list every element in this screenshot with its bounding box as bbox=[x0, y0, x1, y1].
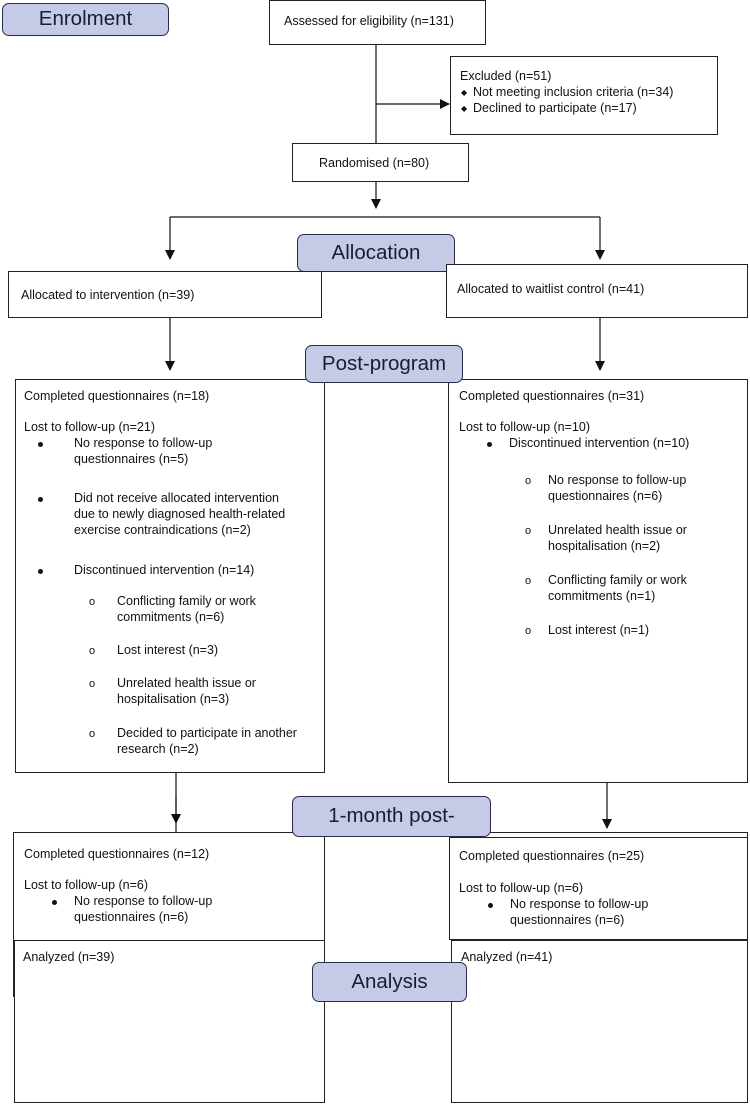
diamond-bullet-icon: ◆ bbox=[461, 88, 468, 97]
pp-i-s1-line1: Conflicting family or work bbox=[117, 594, 256, 608]
analysis-intervention-box: Analyzed (n=39) bbox=[14, 940, 325, 1103]
pp-c-completed: Completed questionnaires (n=31) bbox=[459, 389, 645, 403]
pp-i-s2: Lost interest (n=3) bbox=[117, 643, 219, 657]
allocated-intervention-text: Allocated to intervention (n=39) bbox=[21, 288, 195, 302]
circle-bullet-icon: o bbox=[525, 575, 532, 587]
assessed-box: Assessed for eligibility (n=131) bbox=[269, 0, 486, 45]
circle-bullet-icon: o bbox=[525, 525, 532, 537]
om-i-lost: Lost to follow-up (n=6) bbox=[24, 878, 149, 892]
bullet-icon bbox=[487, 442, 492, 447]
pp-i-b1-line1: No response to follow-up bbox=[74, 436, 213, 450]
diamond-bullet-icon: ◆ bbox=[461, 104, 468, 113]
pp-i-s3-line2: hospitalisation (n=3) bbox=[117, 692, 230, 706]
pp-c-b1: Discontinued intervention (n=10) bbox=[509, 436, 690, 450]
analysis-control-text: Analyzed (n=41) bbox=[461, 950, 553, 964]
post-program-control-box: Completed questionnaires (n=31) Lost to … bbox=[448, 379, 748, 783]
pp-c-s2-line2: hospitalisation (n=2) bbox=[548, 539, 661, 553]
pp-i-s1-line2: commitments (n=6) bbox=[117, 610, 225, 624]
pp-i-s4-line2: research (n=2) bbox=[117, 742, 199, 756]
randomised-box: Randomised (n=80) bbox=[292, 143, 469, 182]
circle-bullet-icon: o bbox=[89, 596, 96, 608]
bullet-icon bbox=[38, 569, 43, 574]
pp-c-s1-line1: No response to follow-up bbox=[548, 473, 687, 487]
pp-i-b2-line3: exercise contraindications (n=2) bbox=[74, 523, 251, 537]
allocated-control-box: Allocated to waitlist control (n=41) bbox=[446, 264, 748, 318]
excluded-item: Not meeting inclusion criteria (n=34) bbox=[473, 85, 674, 99]
post-program-intervention-box: Completed questionnaires (n=18) Lost to … bbox=[15, 379, 325, 773]
circle-bullet-icon: o bbox=[89, 678, 96, 690]
pp-i-s4-line1: Decided to participate in another bbox=[117, 726, 297, 740]
om-c-lost: Lost to follow-up (n=6) bbox=[459, 881, 584, 895]
analysis-control-box: Analyzed (n=41) bbox=[451, 940, 748, 1103]
om-i-b1-line2: questionnaires (n=6) bbox=[74, 910, 189, 924]
bullet-icon bbox=[38, 497, 43, 502]
one-month-control-box-content: Completed questionnaires (n=25) Lost to … bbox=[449, 837, 748, 940]
circle-bullet-icon: o bbox=[525, 475, 532, 487]
om-c-completed: Completed questionnaires (n=25) bbox=[459, 849, 645, 863]
pp-i-lost: Lost to follow-up (n=21) bbox=[24, 420, 155, 434]
stage-label-allocation: Allocation bbox=[297, 234, 455, 272]
pp-c-s3-line1: Conflicting family or work bbox=[548, 573, 687, 587]
stage-label-enrolment: Enrolment bbox=[2, 3, 169, 36]
bullet-icon bbox=[38, 442, 43, 447]
allocated-intervention-box: Allocated to intervention (n=39) bbox=[8, 271, 322, 318]
circle-bullet-icon: o bbox=[89, 728, 96, 740]
excluded-box: Excluded (n=51) ◆ Not meeting inclusion … bbox=[450, 56, 718, 135]
pp-i-b2-line1: Did not receive allocated intervention bbox=[74, 491, 279, 505]
pp-c-lost: Lost to follow-up (n=10) bbox=[459, 420, 590, 434]
circle-bullet-icon: o bbox=[525, 625, 532, 637]
randomised-text: Randomised (n=80) bbox=[319, 156, 430, 170]
pp-i-b1-line2: questionnaires (n=5) bbox=[74, 452, 189, 466]
pp-i-b2-line2: due to newly diagnosed health-related bbox=[74, 507, 286, 521]
stage-label-post-program: Post-program bbox=[305, 345, 463, 383]
bullet-icon bbox=[488, 903, 493, 908]
allocated-control-text: Allocated to waitlist control (n=41) bbox=[457, 282, 645, 296]
pp-c-s2-line1: Unrelated health issue or bbox=[548, 523, 687, 537]
om-c-b1-line1: No response to follow-up bbox=[510, 897, 649, 911]
om-i-b1-line1: No response to follow-up bbox=[74, 894, 213, 908]
excluded-title: Excluded (n=51) bbox=[460, 69, 552, 83]
excluded-item: Declined to participate (n=17) bbox=[473, 101, 637, 115]
pp-c-s4: Lost interest (n=1) bbox=[548, 623, 650, 637]
circle-bullet-icon: o bbox=[89, 645, 96, 657]
stage-label-one-month: 1-month post- bbox=[292, 796, 491, 837]
pp-c-s3-line2: commitments (n=1) bbox=[548, 589, 656, 603]
bullet-icon bbox=[52, 900, 57, 905]
om-c-b1-line2: questionnaires (n=6) bbox=[510, 913, 625, 927]
om-i-completed: Completed questionnaires (n=12) bbox=[24, 847, 210, 861]
assessed-text: Assessed for eligibility (n=131) bbox=[284, 14, 454, 28]
stage-label-analysis: Analysis bbox=[312, 962, 467, 1002]
analysis-intervention-text: Analyzed (n=39) bbox=[23, 950, 115, 964]
pp-i-s3-line1: Unrelated health issue or bbox=[117, 676, 256, 690]
pp-i-completed: Completed questionnaires (n=18) bbox=[24, 389, 210, 403]
pp-c-s1-line2: questionnaires (n=6) bbox=[548, 489, 663, 503]
pp-i-b3: Discontinued intervention (n=14) bbox=[74, 563, 255, 577]
